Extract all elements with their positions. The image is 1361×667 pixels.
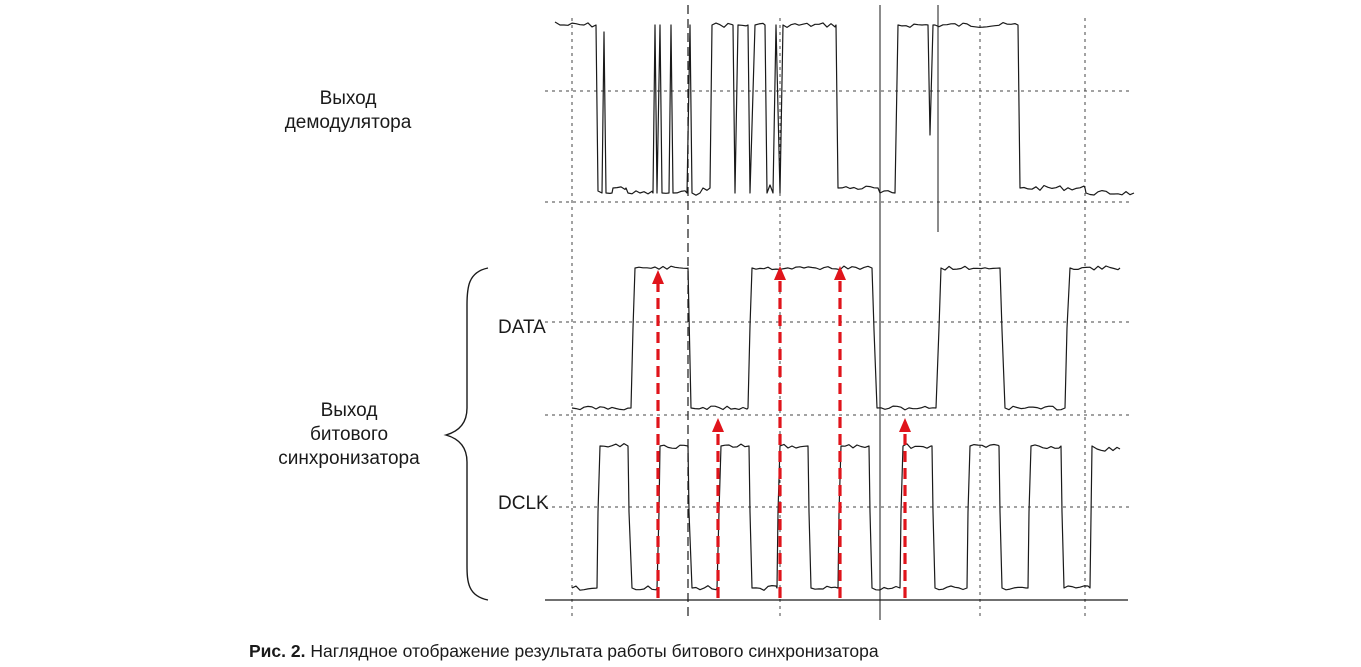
figure-caption: Рис. 2. Наглядное отображение результата… xyxy=(249,641,879,662)
bitsync-label-line2: битового xyxy=(309,424,389,445)
sampling-arrow-head xyxy=(834,266,846,280)
sampling-arrow-head xyxy=(712,418,724,432)
data-label: DATA xyxy=(498,317,546,338)
bit-synchronizer-output-label: Выход битового синхронизатора xyxy=(262,399,436,471)
sampling-arrow-head xyxy=(899,418,911,432)
dclk-trace xyxy=(571,443,1121,591)
sampling-arrow-head xyxy=(652,270,664,284)
data-trace xyxy=(571,265,1121,411)
dclk-label: DCLK xyxy=(498,493,549,514)
demodulator-output-label: Выход демодулятора xyxy=(268,87,428,135)
bitsync-label-line3: синхронизатора xyxy=(278,448,420,469)
demodulator-output-trace xyxy=(554,21,1135,196)
demod-label-line1: Выход xyxy=(319,88,377,109)
sampling-arrow-head xyxy=(774,266,786,280)
caption-text: Наглядное отображение результата работы … xyxy=(310,641,879,661)
curly-brace xyxy=(443,267,489,601)
sampling-arrows xyxy=(652,266,911,598)
caption-prefix: Рис. 2. xyxy=(249,641,306,661)
bitsync-label-line1: Выход xyxy=(320,400,378,421)
demod-label-line2: демодулятора xyxy=(284,112,412,133)
